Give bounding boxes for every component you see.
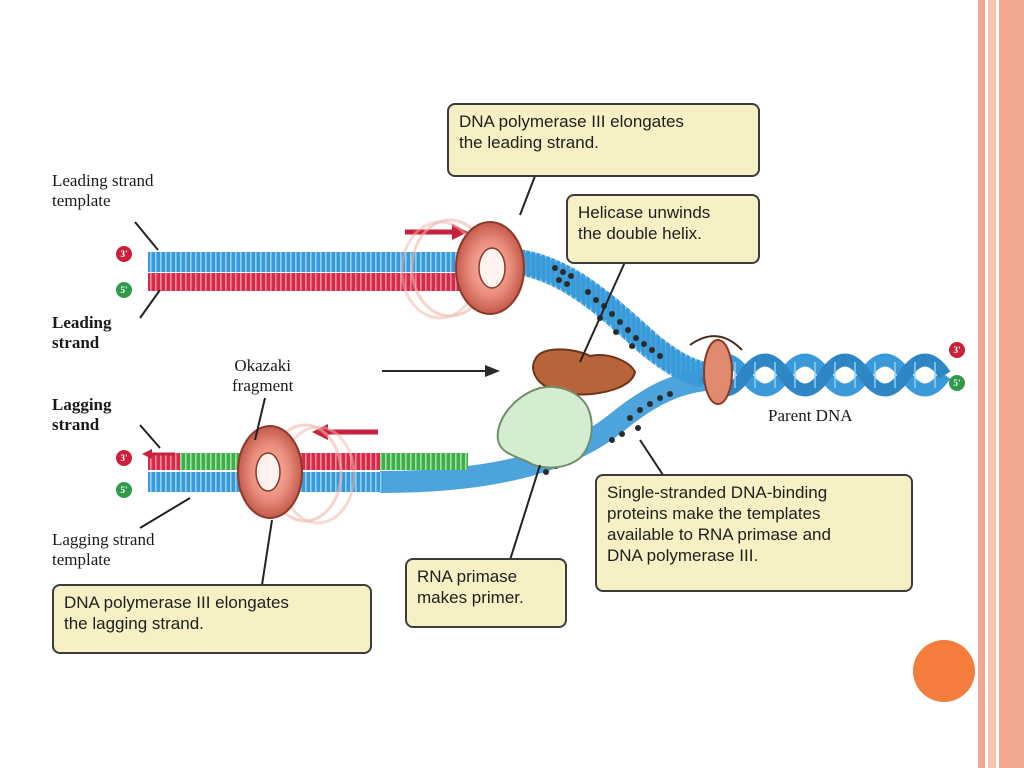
marker-lagging-top: 3' <box>120 453 127 463</box>
callout-primase: RNA primase makes primer. <box>405 558 567 628</box>
slide-accent-dot <box>913 640 975 702</box>
label-lagging-strand-template: Lagging strand template <box>52 530 155 569</box>
polymerase-leading <box>400 218 525 320</box>
marker-parent-bottom: 5' <box>953 378 960 388</box>
helix-ring <box>703 339 733 405</box>
rna-primase <box>496 386 593 469</box>
slide-border <box>978 0 1024 768</box>
parent-dna-helix <box>699 353 951 397</box>
callout-polymerase-lagging: DNA polymerase III elongates the lagging… <box>52 584 372 654</box>
callout-polymerase-leading: DNA polymerase III elongates the leading… <box>447 103 760 177</box>
helicase <box>532 348 637 396</box>
leading-new-strand <box>148 273 498 291</box>
polymerase-lagging <box>237 423 356 525</box>
lagging-template-arm <box>379 369 707 493</box>
label-okazaki-fragment: Okazaki fragment <box>232 356 294 395</box>
marker-lagging-bottom: 5' <box>120 485 127 495</box>
marker-parent-top: 3' <box>953 345 960 355</box>
marker-leading-top: 3' <box>120 249 127 259</box>
leading-template-strand <box>148 252 508 272</box>
label-lagging-strand: Lagging strand <box>52 395 112 434</box>
label-leading-strand: Leading strand <box>52 313 112 352</box>
okazaki-fragment-green-2 <box>380 453 468 470</box>
callout-helicase: Helicase unwinds the double helix. <box>566 194 760 264</box>
leader-lines <box>134 175 666 586</box>
marker-leading-bottom: 5' <box>120 285 127 295</box>
label-parent-dna: Parent DNA <box>768 406 853 425</box>
label-leading-strand-template: Leading strand template <box>52 171 154 210</box>
callout-ssb: Single-stranded DNA-binding proteins mak… <box>595 474 913 592</box>
end-markers: 3' 5' 3' 5' 3' 5' <box>116 246 965 498</box>
